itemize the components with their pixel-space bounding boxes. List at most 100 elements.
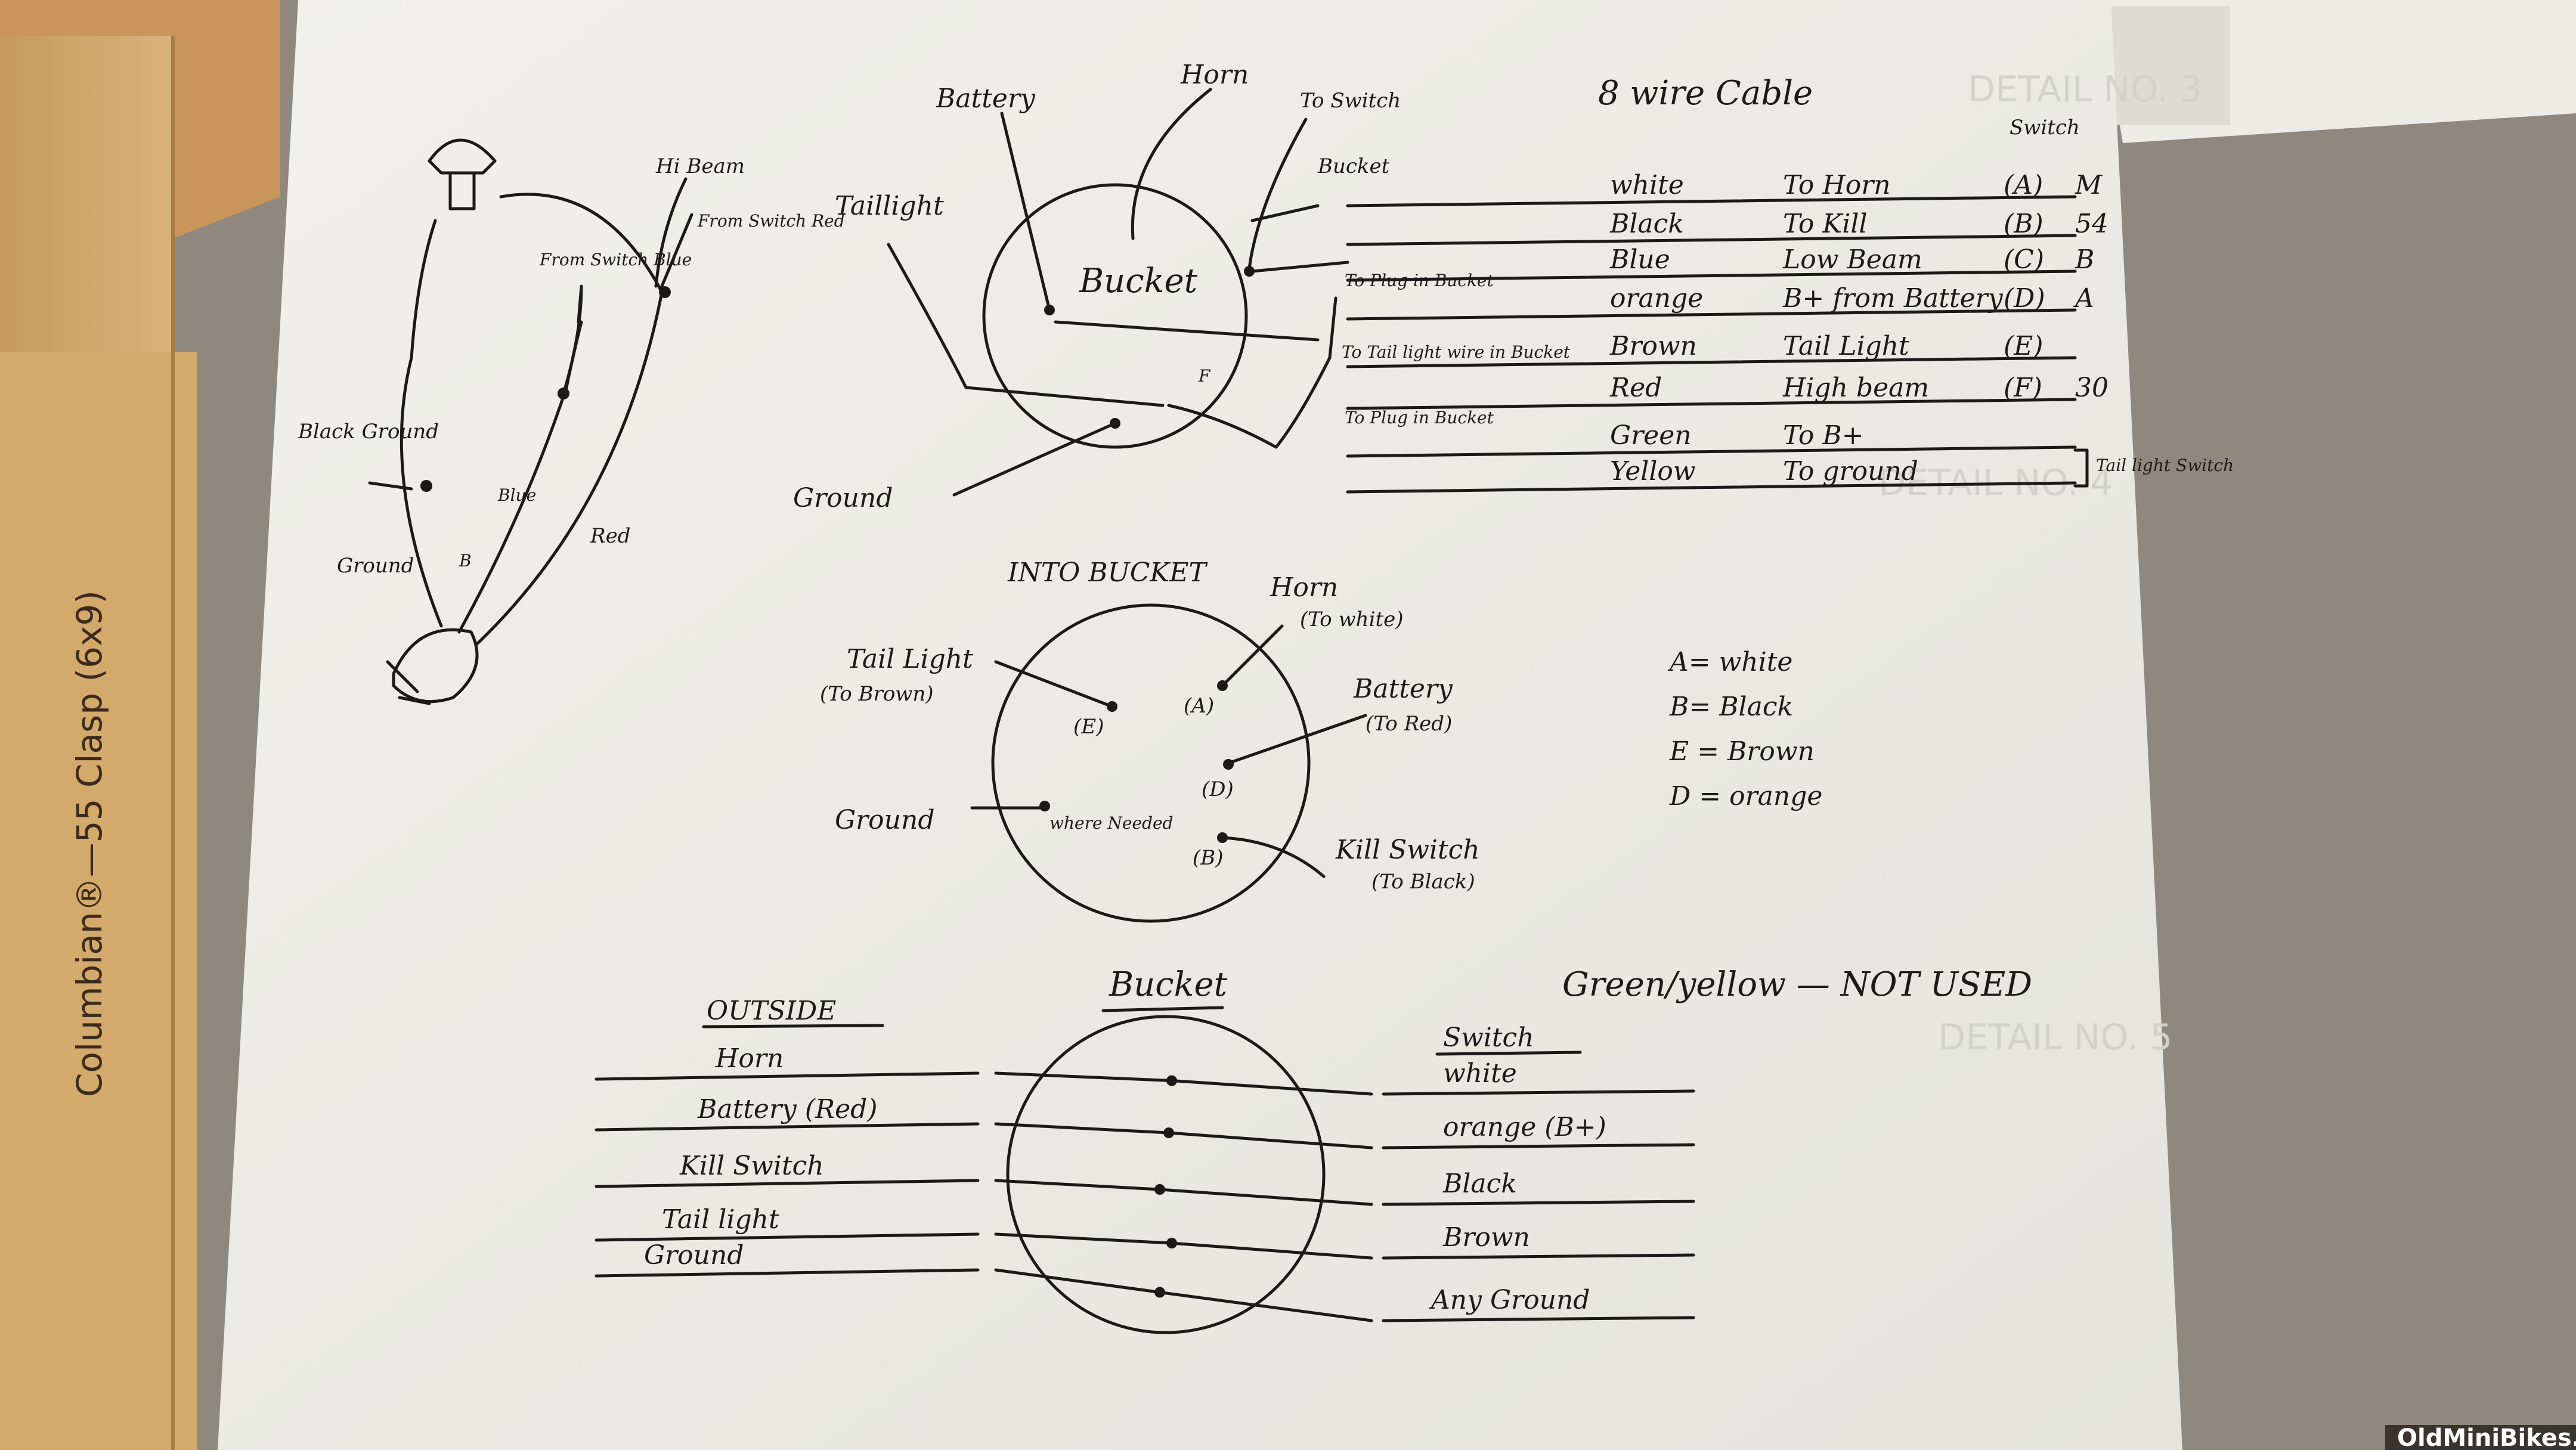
wire-kill-switch [1221, 836, 1326, 878]
cable-row-line [1346, 195, 2077, 207]
cable-row-line [1346, 308, 2077, 321]
label-to-brown: (To Brown) [820, 682, 934, 706]
cable-row-line [1346, 398, 2077, 410]
cable-color: Green [1610, 420, 1692, 451]
cable-dest: To B+ [1783, 420, 1864, 451]
bucket-circle-2 [1006, 1015, 1326, 1334]
diagram-into-bucket: INTO BUCKET Horn (To white) Tail Light (… [820, 557, 1822, 923]
cable-color: Black [1609, 209, 1684, 239]
junction-dot [1166, 1075, 1177, 1086]
switch-wire [1382, 1143, 1695, 1150]
label-to-red: (To Red) [1366, 712, 1452, 736]
label-blue: Blue [497, 485, 536, 505]
cable-dest: To Horn [1783, 170, 1891, 200]
headlight-icon [428, 138, 497, 175]
junction-dot [1166, 1238, 1177, 1248]
pin-d: (D) [1202, 777, 1234, 801]
switch-wire [1382, 1200, 1695, 1206]
switch-label: orange (B+) [1443, 1112, 1606, 1142]
switch-label: white [1443, 1058, 1517, 1089]
switch-label: Any Ground [1429, 1285, 1590, 1315]
watermark-bg [2385, 1425, 2576, 1450]
label-f: F [1198, 366, 1211, 386]
switch-underline [1435, 1051, 1582, 1056]
cable-pin: 30 [2075, 373, 2109, 403]
wire-hibeam [499, 193, 664, 294]
into-bucket-circle [991, 603, 1311, 923]
label-kill-switch: Kill Switch [1335, 835, 1480, 865]
cable-code: (C) [2004, 244, 2044, 275]
wire-ground [952, 422, 1117, 497]
bg-detail-3: DETAIL NO. 3 [1968, 69, 2202, 110]
pin-b: (B) [1193, 846, 1224, 870]
pin-a: (A) [1184, 694, 1214, 718]
label-black-ground: Black Ground [298, 420, 439, 444]
legend-e: E = Brown [1669, 736, 1815, 767]
switch-wire [1382, 1089, 1695, 1096]
label-to-tail-light-wire: To Tail light wire in Bucket [1342, 342, 1571, 362]
cable-row-line [1346, 234, 2077, 246]
label-from-switch-red: From Switch Red [697, 211, 845, 231]
label-horn: Horn [1180, 60, 1249, 90]
legend-d: D = orange [1669, 781, 1822, 811]
switch-col-title: Switch [2010, 116, 2080, 140]
switch-label: Black [1442, 1169, 1517, 1199]
junction-dot [1163, 1127, 1174, 1138]
cable-color: white [1610, 170, 1684, 200]
outside-underline [702, 1024, 884, 1028]
bucket-circle [982, 183, 1248, 449]
outside-label: Horn [715, 1043, 784, 1074]
label-b: B [459, 551, 472, 571]
switch-wire [1382, 1253, 1695, 1260]
bucket-underline [1101, 1006, 1224, 1012]
outside-label: Kill Switch [679, 1151, 824, 1181]
label-ground: Ground [793, 483, 893, 513]
cable-dest: Tail Light [1783, 331, 1909, 361]
cable-dest: To Kill [1783, 209, 1868, 239]
junction-dot [1154, 1287, 1165, 1298]
cable-row-line [1346, 445, 2077, 458]
outside-wire [595, 1071, 980, 1081]
cable-row-line [1346, 269, 2077, 282]
cable-pin: A [2073, 283, 2094, 314]
cable-dest: B+ from Battery [1782, 283, 2004, 314]
wire-taillight [887, 243, 1165, 407]
outside-wire [595, 1179, 980, 1188]
outside-label: Ground [644, 1240, 744, 1271]
not-used-note: Green/yellow — NOT USED [1562, 965, 2032, 1004]
cable-row-line [1346, 481, 2077, 494]
into-bucket-title: INTO BUCKET [1007, 557, 1208, 588]
bucket-label: Bucket [1079, 262, 1198, 300]
cable-color: Red [1609, 373, 1662, 403]
switch-wire [1382, 1316, 1695, 1322]
cable-dest: To ground [1783, 456, 1918, 487]
outside-wire [595, 1232, 980, 1242]
outside-label: Battery (Red) [697, 1094, 878, 1124]
diagram-outside-switch: Bucket OUTSIDE Switch Green/yellow — NOT… [595, 965, 2032, 1334]
outside-wire [595, 1268, 980, 1278]
cable-pin: M [2075, 170, 2103, 200]
cable-dest: High beam [1782, 373, 1929, 403]
outside-wire [595, 1122, 980, 1132]
wire-from-switch-red [654, 177, 693, 288]
envelope: Columbian®—55 Clasp (6x9) [0, 0, 280, 1450]
diagram-bucket-cable: Bucket Battery Horn To Switch Bucket Tai… [793, 60, 2234, 513]
cable-code: (B) [2004, 209, 2044, 239]
pin-e: (E) [1073, 715, 1104, 739]
headlight-base [448, 171, 476, 210]
label-from-switch-blue: From Switch Blue [539, 250, 692, 269]
watermark: OldMiniBikes.com [2397, 1424, 2576, 1450]
wire-tail-light [994, 660, 1114, 708]
outside-title: OUTSIDE [707, 996, 836, 1026]
cable-row-line [1346, 356, 2077, 368]
diagram-harness-loom: Hi Beam From Switch Red From Switch Blue… [298, 138, 845, 705]
wire-orange-in [1054, 320, 1320, 342]
label-to-plug-in-bucket-2: To Plug in Bucket [1345, 408, 1494, 427]
pin-legend: A= white B= Black E = Brown D = orange [1667, 647, 1822, 811]
wire-red [475, 290, 664, 646]
label-battery: Battery [936, 83, 1036, 114]
cable-color: Brown [1609, 331, 1697, 361]
wire-from-switch-blue [562, 284, 583, 395]
